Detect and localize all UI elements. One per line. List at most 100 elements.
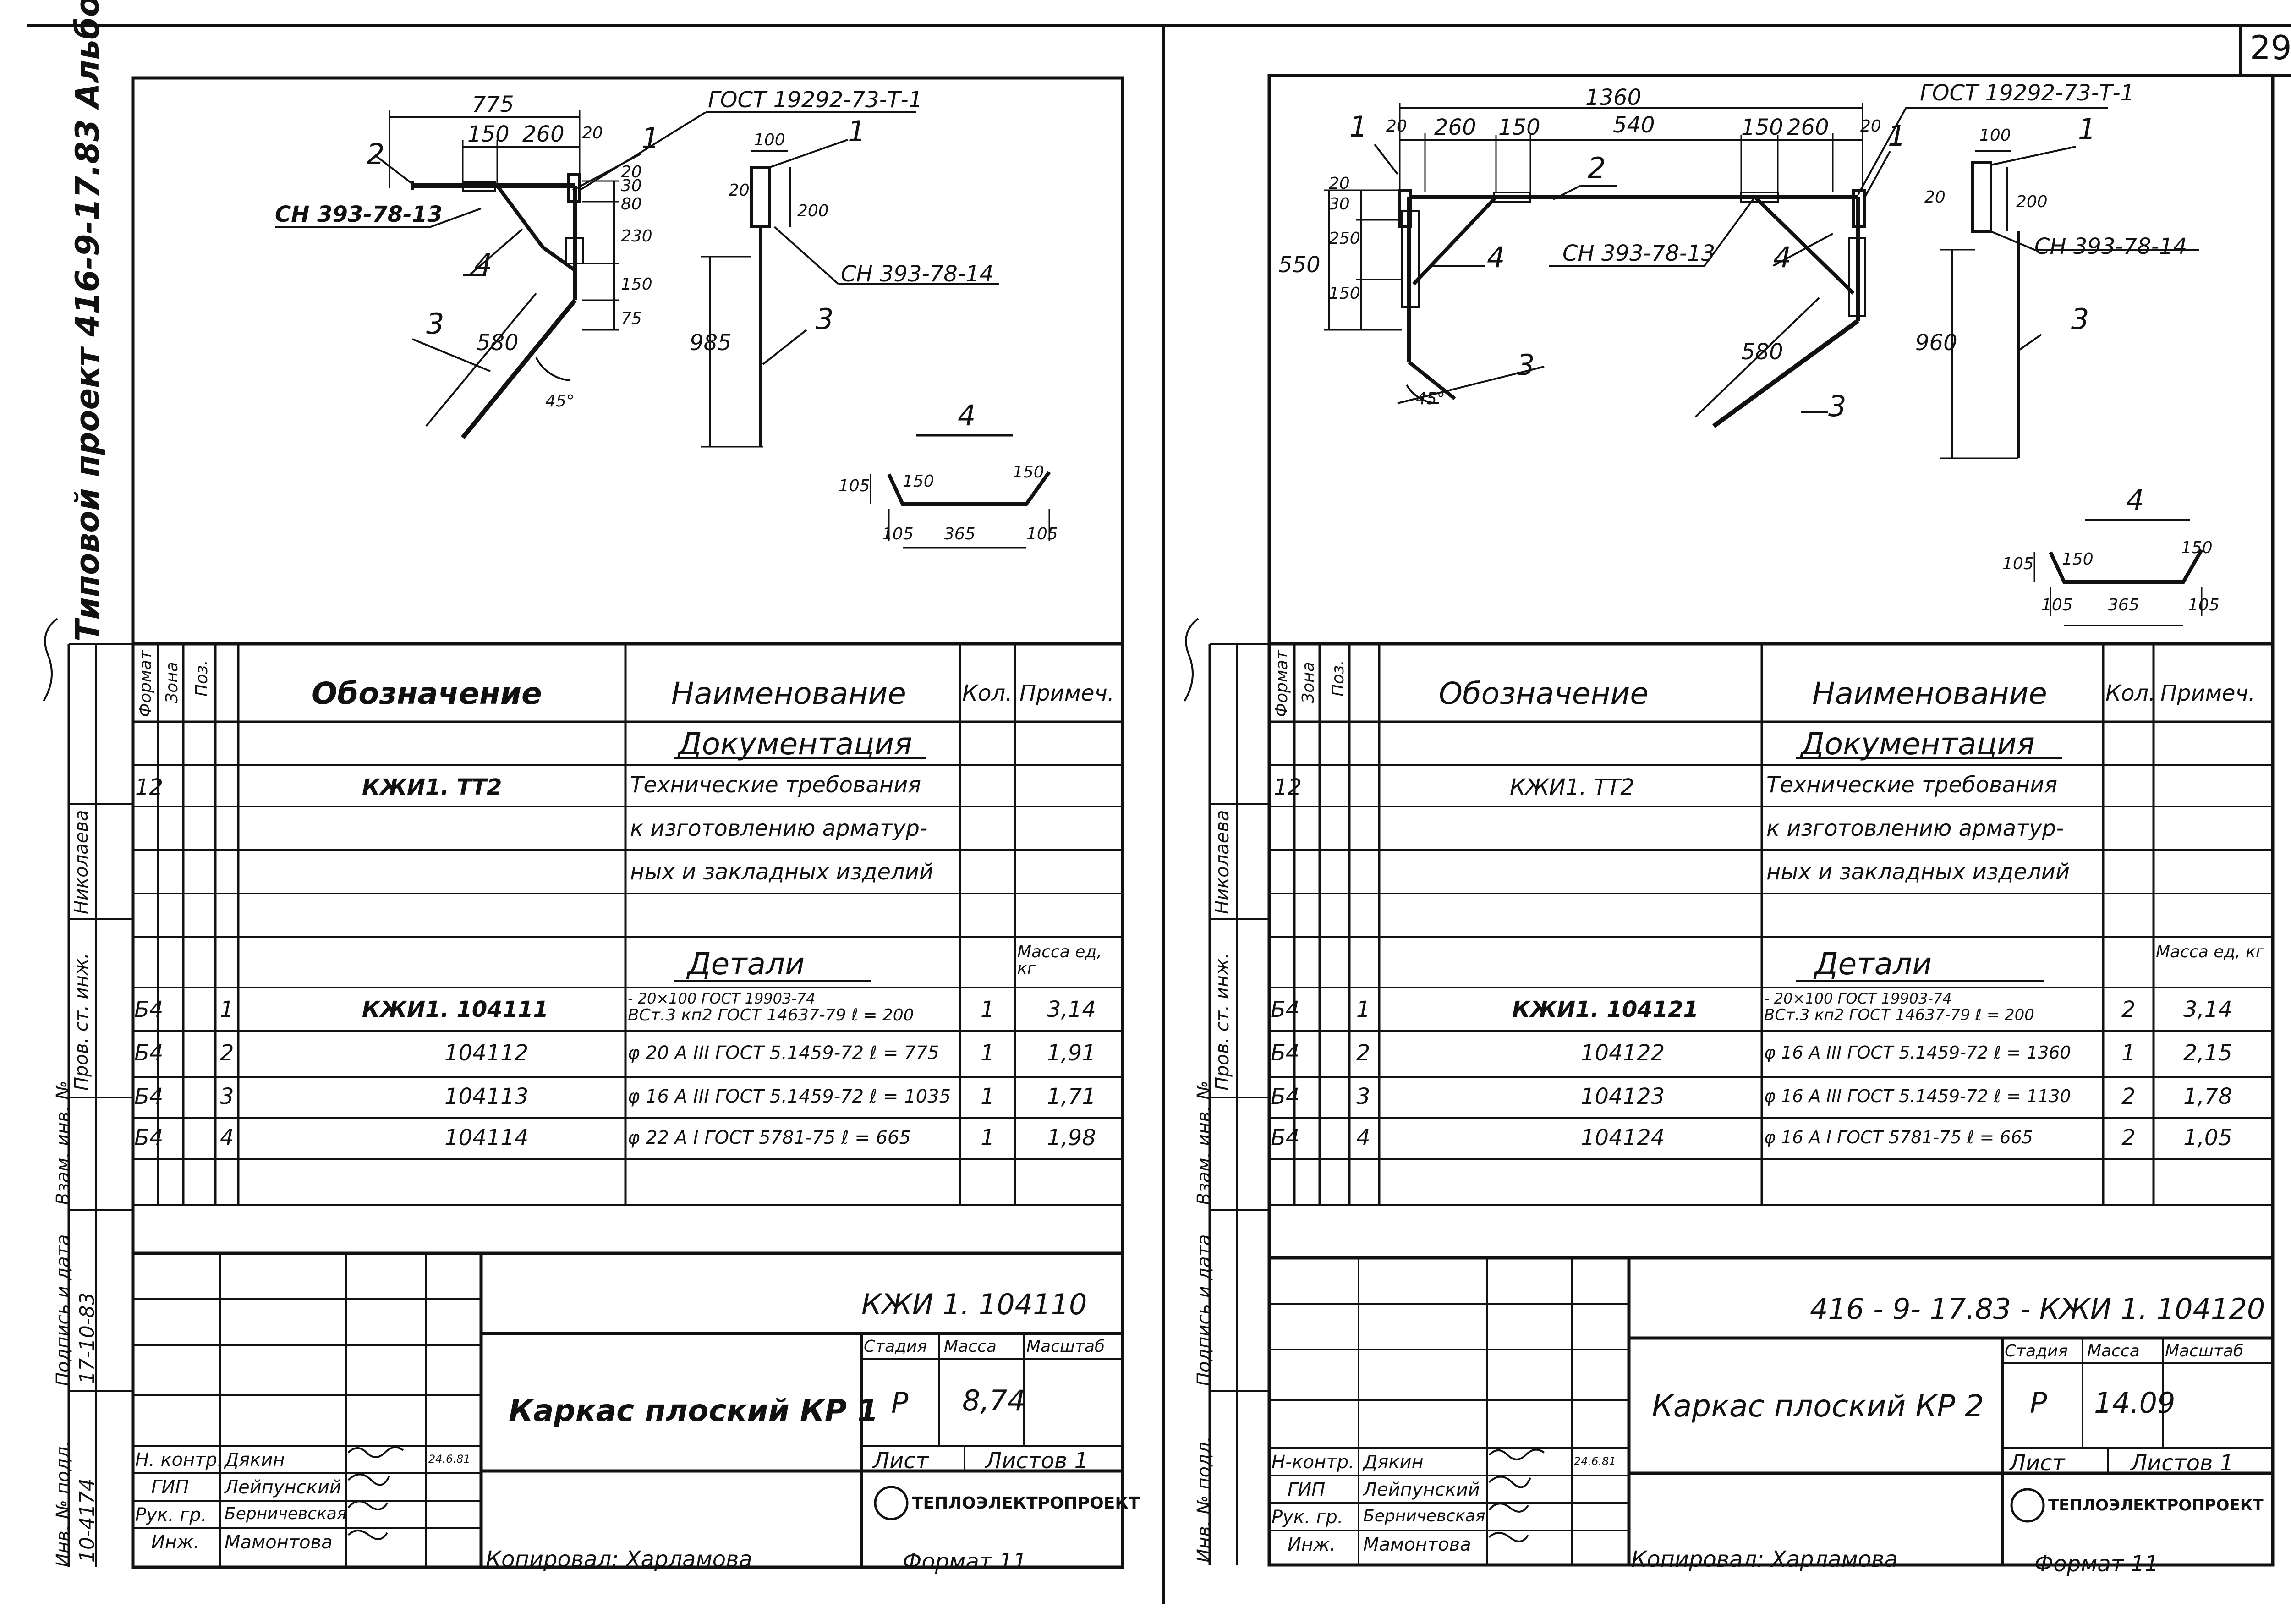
part-format: Б4 (134, 1040, 164, 1066)
stage-value: Р (891, 1386, 909, 1420)
doc-name-1: Технические требования (1766, 772, 2058, 798)
document-title: Каркас плоский КР 2 (1652, 1388, 1984, 1424)
document-title: Каркас плоский КР 1 (509, 1393, 879, 1428)
part-name: φ 22 А I ГОСТ 5781-75 ℓ = 665 (628, 1127, 911, 1148)
part-format: Б4 (134, 1125, 164, 1151)
dim-20: 20 (582, 124, 603, 143)
doc-name-3: ных и закладных изделий (630, 859, 934, 885)
spec-hdr-pos: Поз. (192, 660, 211, 697)
side-label-date: 17-10-83 (76, 1292, 99, 1384)
side-label-name: Николаева (71, 810, 92, 914)
side-label-replace: Взам. инв. № (53, 1081, 74, 1205)
doc-name-2: к изготовлению арматур- (630, 816, 928, 841)
side-label-check: Пров. ст. инж. (71, 953, 92, 1091)
part-pos: 3 (220, 1084, 234, 1109)
detail-4-label: 4 (2126, 483, 2144, 517)
role-3: Рук. гр. (135, 1504, 207, 1525)
doc-name-2: к изготовлению арматур- (1766, 816, 2064, 841)
dim-80: 80 (621, 195, 642, 214)
dim-250: 250 (1329, 229, 1360, 248)
document-code: КЖИ 1. 104110 (861, 1288, 1087, 1321)
part-name-1: - 20×100 ГОСТ 19903-74 (1764, 990, 1952, 1007)
side-label-sign: Подпись и дата (53, 1234, 74, 1386)
part-name: φ 16 А III ГОСТ 5.1459-72 ℓ = 1360 (1764, 1042, 2071, 1063)
part-mass: 3,14 (2183, 997, 2232, 1022)
part-pos: 2 (220, 1040, 234, 1066)
mass-header: Масса ед, кг (2156, 943, 2264, 961)
dim-20c: 20 (729, 181, 750, 200)
section-parts: Детали (687, 946, 805, 982)
part-name: φ 16 А I ГОСТ 5781-75 ℓ = 665 (1764, 1127, 2033, 1147)
doc-format: 12 (135, 774, 164, 800)
org-logo-right (2010, 1488, 2045, 1523)
name-4: Мамонтова (1363, 1534, 1471, 1555)
dim-20a: 20 (1386, 117, 1407, 136)
label-pos-1: 1 (641, 121, 660, 155)
section-documentation: Документация (678, 726, 912, 762)
dim-550: 550 (1278, 252, 1321, 278)
detail-dim-105c: 105 (2188, 596, 2220, 614)
dim-540: 540 (1613, 112, 1655, 138)
name-1: Дякин (225, 1449, 285, 1470)
part-pos: 1 (220, 997, 234, 1022)
name-3: Берничевская (225, 1504, 347, 1523)
dim-150b: 150 (621, 275, 652, 294)
label-side-pos-3: 3 (816, 302, 834, 336)
stage-label: Стадия (864, 1337, 927, 1356)
detail-dim-150b: 150 (2181, 538, 2213, 557)
part-name-1: - 20×100 ГОСТ 19903-74 (628, 990, 816, 1007)
label-pos-4: 4 (474, 247, 493, 281)
dim-100: 100 (1979, 126, 2011, 145)
page-number: 29 (2250, 28, 2291, 67)
label-pos-1b: 1 (1888, 119, 1906, 153)
detail-dim-105a: 105 (2002, 554, 2034, 573)
side-label-name-r: Николаева (1212, 810, 1233, 914)
dim-75: 75 (621, 309, 642, 328)
org-name: ТЕПЛОЭЛЕКТРОПРОЕКТ (2048, 1496, 2264, 1514)
side-title: Типовой проект 416-9-17.83 Альбом Х.1 (69, 0, 106, 642)
part-mass: 2,15 (2183, 1040, 2232, 1066)
section-parts: Детали (1814, 946, 1932, 982)
part-qty: 1 (981, 1125, 995, 1151)
role-2: ГИП (151, 1477, 189, 1498)
sheet-label: Лист (873, 1448, 929, 1474)
label-pos-3b: 3 (1828, 390, 1847, 423)
part-designation: 104112 (444, 1040, 529, 1066)
dim-260a: 260 (1434, 115, 1476, 140)
doc-format: 12 (1274, 774, 1302, 800)
spec-hdr-name: Наименование (671, 676, 906, 711)
doc-name-3: ных и закладных изделий (1766, 859, 2070, 885)
dim-20b: 20 (1860, 117, 1881, 136)
section-documentation: Документация (1801, 726, 2035, 762)
role-2: ГИП (1288, 1479, 1326, 1500)
part-designation: 104123 (1581, 1084, 1665, 1109)
scale-label: Масштаб (1026, 1337, 1105, 1356)
part-mass: 1,98 (1047, 1125, 1096, 1151)
part-qty: 1 (981, 997, 995, 1022)
label-sn-393-13: СН 393-78-13 (1562, 241, 1716, 266)
dim-985: 985 (690, 330, 732, 356)
side-label-replace-r: Взам. инв. № (1194, 1081, 1215, 1205)
part-designation: 104114 (444, 1125, 529, 1151)
detail-dim-105b: 105 (2041, 596, 2073, 614)
name-4: Мамонтова (225, 1532, 333, 1553)
spec-hdr-qty: Кол. (962, 680, 1013, 706)
part-format: Б4 (134, 997, 164, 1022)
dim-960: 960 (1915, 330, 1957, 356)
part-name-2: ВСт.3 кп2 ГОСТ 14637-79 ℓ = 200 (628, 1006, 914, 1025)
dim-580: 580 (1741, 339, 1783, 365)
label-gost-19292: ГОСТ 19292-73-Т-1 (1920, 80, 2135, 106)
part-mass: 1,71 (1047, 1084, 1096, 1109)
label-pos-3: 3 (426, 307, 444, 340)
part-pos: 1 (1356, 997, 1370, 1022)
part-qty: 1 (2121, 1040, 2136, 1066)
part-designation: 104124 (1581, 1125, 1665, 1151)
left-frame-drawing (275, 110, 1051, 549)
detail-dim-150a: 150 (903, 472, 934, 491)
doc-designation: КЖИ1. ТТ2 (362, 774, 502, 800)
label-gost-19292: ГОСТ 19292-73-Т-1 (708, 87, 923, 113)
part-pos: 3 (1356, 1084, 1370, 1109)
dim-30: 30 (1329, 195, 1350, 214)
label-sn-393-14: СН 393-78-14 (841, 261, 994, 287)
side-label-inv: Инв. № подл. (53, 1441, 74, 1567)
